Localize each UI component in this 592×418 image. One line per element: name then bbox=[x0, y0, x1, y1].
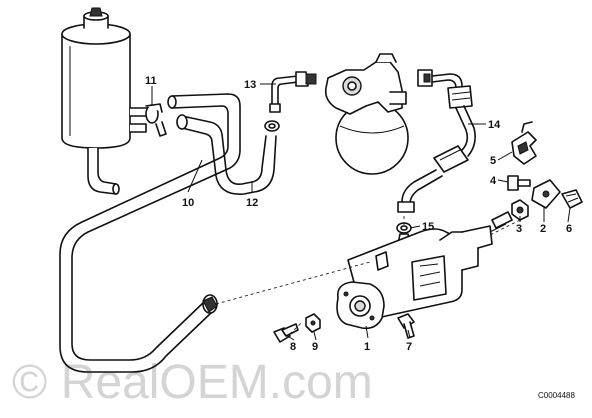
bolt-8 bbox=[273, 323, 299, 343]
callout-6: 6 bbox=[566, 223, 572, 235]
callout-labels: 11 13 14 5 4 10 12 15 3 2 6 8 9 1 7 bbox=[145, 75, 572, 353]
bolt-4 bbox=[507, 175, 531, 191]
callout-7: 7 bbox=[406, 341, 412, 353]
watermark-text: © RealOEM.com bbox=[12, 356, 373, 409]
hydraulic-pump-1 bbox=[336, 211, 513, 330]
pipe-13 bbox=[269, 71, 317, 113]
callout-12: 12 bbox=[246, 197, 258, 209]
callout-4: 4 bbox=[490, 175, 497, 187]
callout-11: 11 bbox=[145, 75, 157, 87]
callout-2: 2 bbox=[540, 223, 546, 235]
hose-clamp-11 bbox=[145, 103, 167, 137]
reservoir-tank bbox=[61, 7, 151, 195]
washer-9 bbox=[305, 313, 321, 333]
callout-15: 15 bbox=[422, 221, 434, 233]
hose-12 bbox=[176, 114, 280, 195]
callout-3: 3 bbox=[516, 223, 522, 235]
nut-3 bbox=[511, 199, 529, 221]
callout-9: 9 bbox=[312, 341, 318, 353]
bracket-2 bbox=[531, 179, 561, 209]
clip-5 bbox=[511, 121, 537, 165]
callout-14: 14 bbox=[488, 119, 501, 131]
hose-10 bbox=[59, 93, 241, 373]
pipe-14 bbox=[397, 69, 476, 213]
callout-5: 5 bbox=[490, 155, 496, 167]
clip-6 bbox=[561, 189, 583, 209]
bolt-7 bbox=[397, 313, 415, 339]
callout-leaders bbox=[151, 83, 571, 341]
callout-8: 8 bbox=[290, 341, 296, 353]
assembly-guides bbox=[215, 216, 521, 335]
callout-13: 13 bbox=[244, 79, 256, 91]
diagram-id: C0004488 bbox=[538, 391, 575, 400]
callout-1: 1 bbox=[364, 341, 370, 353]
callout-10: 10 bbox=[182, 197, 194, 209]
pressure-accumulator bbox=[324, 53, 409, 175]
